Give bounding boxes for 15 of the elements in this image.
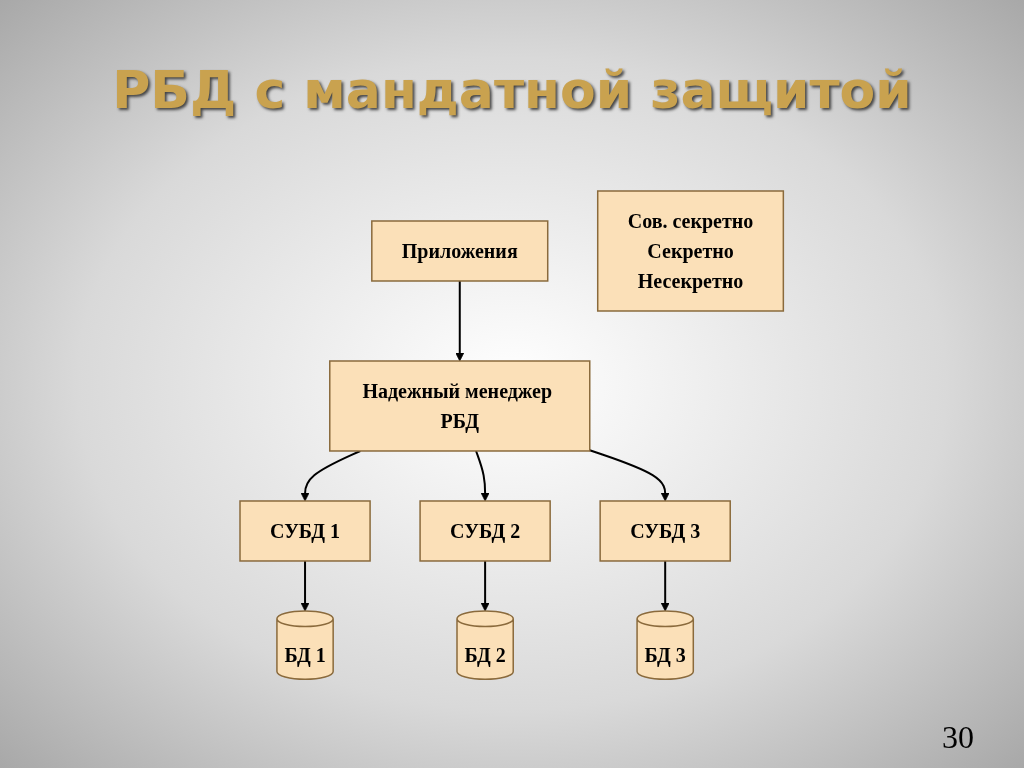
node-box: СУБД 3 <box>599 500 732 562</box>
node-box: СУБД 2 <box>419 500 552 562</box>
arrow <box>661 559 670 612</box>
arrow <box>455 279 465 362</box>
arrow <box>481 559 490 612</box>
page-number: 30 <box>942 719 974 755</box>
slide-title: РБД с мандатной защитой <box>111 60 913 120</box>
arrow <box>300 449 362 502</box>
arrow <box>589 449 670 502</box>
node-box: Сов. секретно Секретно Несекретно <box>597 190 785 312</box>
node-box: Приложения <box>371 220 549 282</box>
node-box: СУБД 1 <box>239 500 372 562</box>
node-box: Надежный менеджер РБД <box>329 360 591 452</box>
arrow <box>300 559 310 612</box>
arrow <box>475 449 490 502</box>
